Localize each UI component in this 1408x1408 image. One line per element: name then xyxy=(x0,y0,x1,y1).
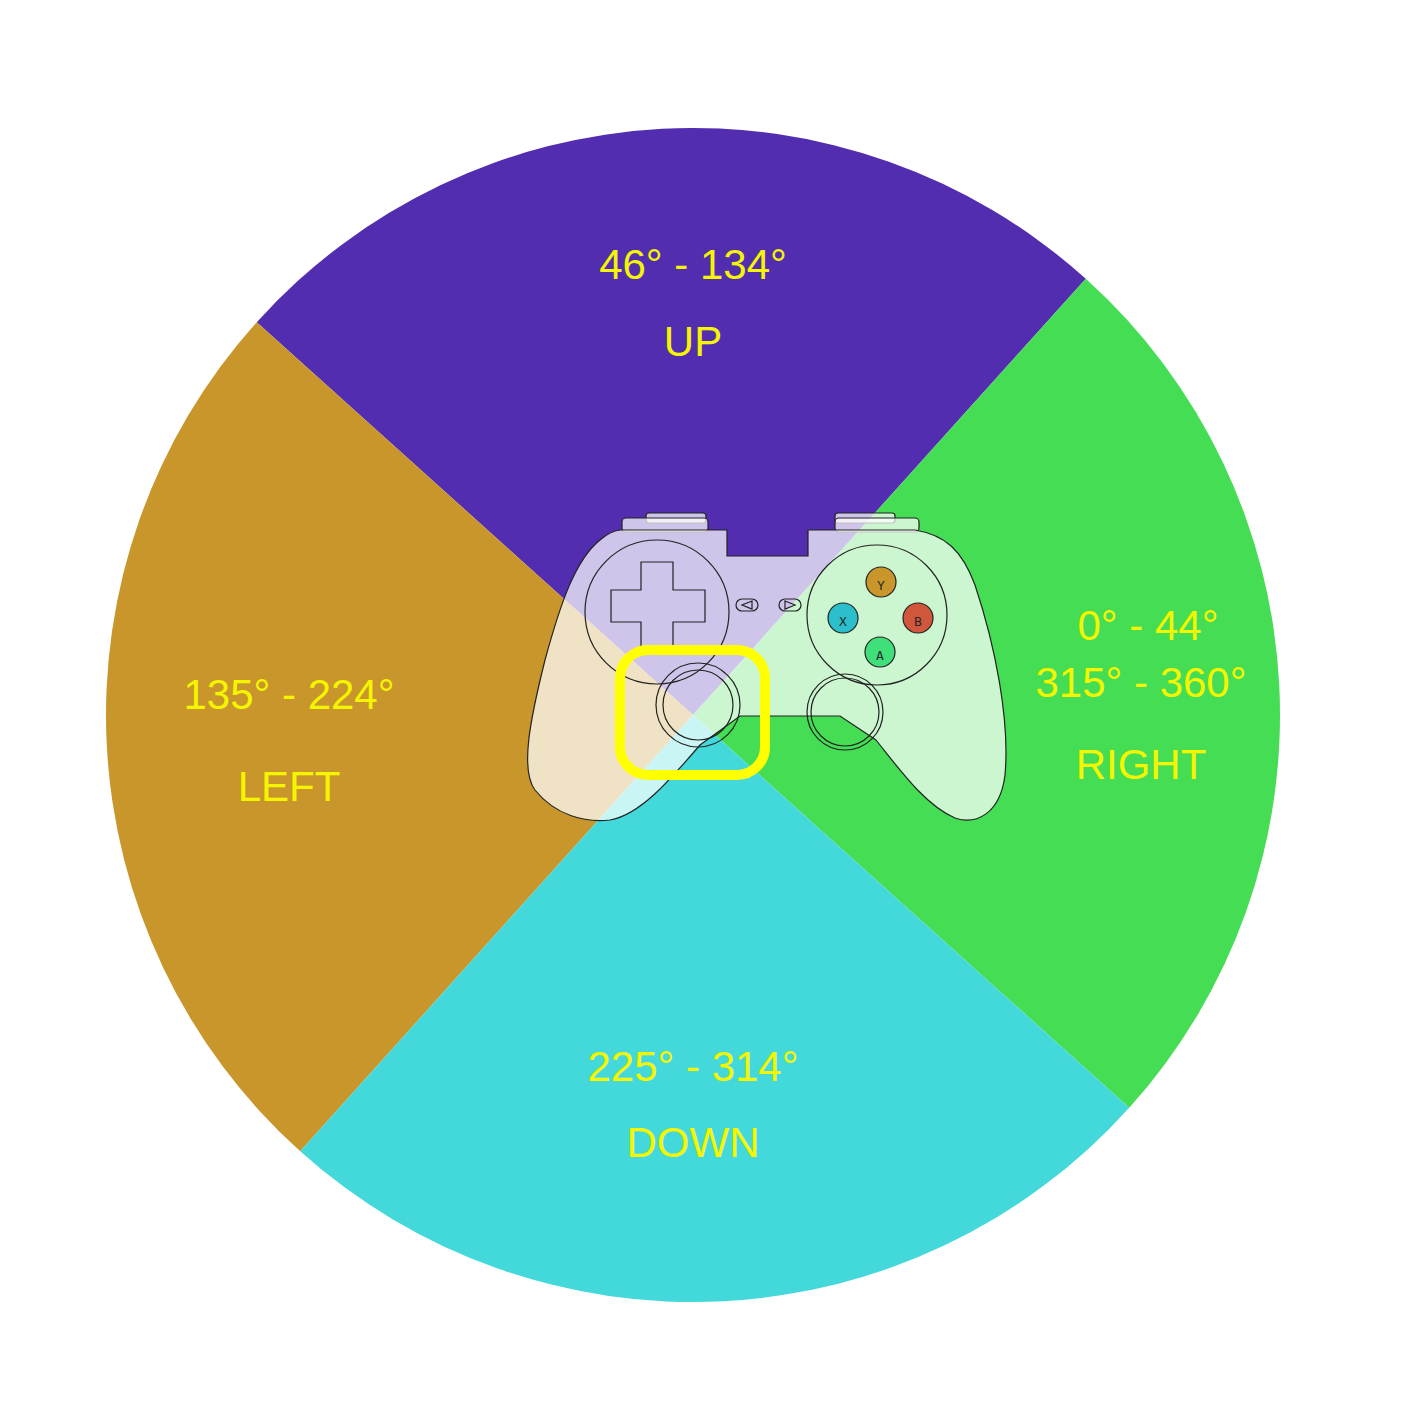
face-button-ring xyxy=(807,545,947,685)
thumbstick-ring xyxy=(807,674,883,750)
direction-label: UP xyxy=(664,319,722,365)
angle-range: 135° - 224° xyxy=(183,672,394,718)
thumbstick-ring xyxy=(656,663,740,747)
face-button xyxy=(828,603,858,633)
select-symbol xyxy=(742,601,752,609)
start-symbol xyxy=(785,601,795,609)
button-letter: B xyxy=(914,615,922,628)
thumbstick-cap xyxy=(663,670,733,740)
face-button xyxy=(866,567,896,597)
button-letter: A xyxy=(876,649,884,662)
select-button xyxy=(736,599,758,611)
thumbstick-cap xyxy=(811,678,879,746)
face-button xyxy=(865,637,895,667)
angle-range: 225° - 314° xyxy=(587,1044,798,1090)
angle-range: 46° - 134° xyxy=(599,242,787,288)
direction-label: LEFT xyxy=(238,764,341,810)
dpad-cross xyxy=(611,562,705,652)
button-letter: X xyxy=(839,615,847,628)
direction-label: DOWN xyxy=(627,1120,760,1166)
highlight-box xyxy=(620,650,765,775)
angle-range: 315° - 360° xyxy=(1035,660,1246,706)
angle-range: 0° - 44° xyxy=(1078,603,1219,649)
controller-body xyxy=(528,530,1006,821)
direction-label: RIGHT xyxy=(1076,742,1207,788)
button-letter: Y xyxy=(877,579,885,592)
sector-fill xyxy=(300,715,1129,1302)
start-button xyxy=(779,599,801,611)
dpad-ring xyxy=(585,540,729,684)
face-button xyxy=(903,603,933,633)
